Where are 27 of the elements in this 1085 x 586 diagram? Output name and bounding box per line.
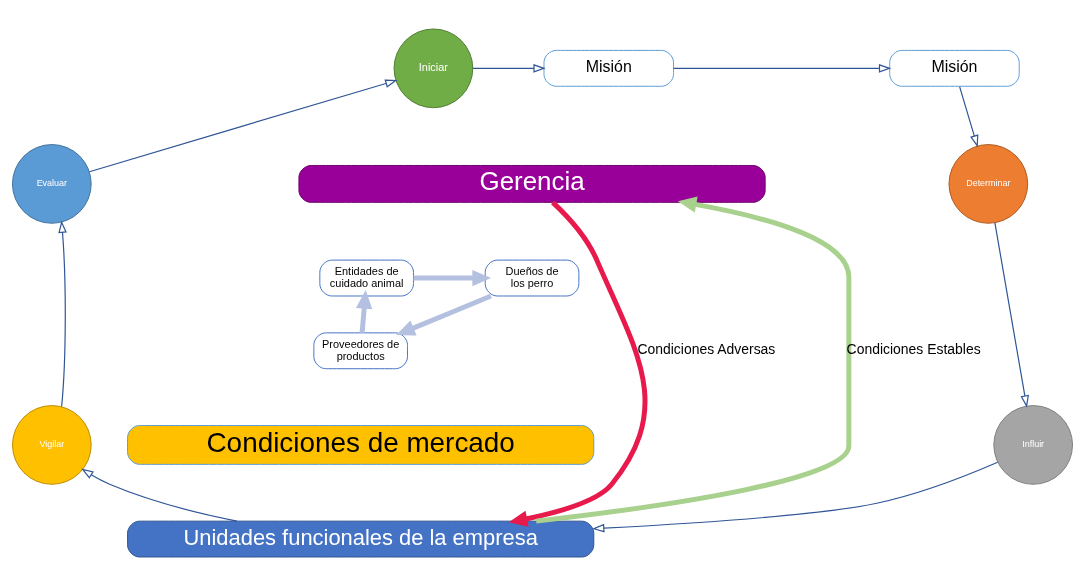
node-box: Dueños de los perro bbox=[484, 259, 580, 297]
arrow bbox=[58, 220, 67, 408]
node-box: Condiciones de mercado bbox=[127, 425, 595, 465]
arrow bbox=[88, 79, 398, 173]
arrow bbox=[535, 196, 852, 524]
arrow bbox=[672, 64, 892, 73]
arrow bbox=[396, 293, 492, 336]
node-box: Misión bbox=[543, 49, 674, 87]
arrow bbox=[81, 468, 238, 522]
node-box: Gerencia bbox=[298, 165, 766, 203]
node-box: Unidades funcionales de la empresa bbox=[127, 520, 595, 558]
arrow bbox=[959, 86, 979, 148]
edge-label: Condiciones Estables bbox=[846, 341, 981, 358]
node-box: Entidades de cuidado animal bbox=[319, 259, 414, 297]
node-circle: Influir bbox=[993, 405, 1073, 485]
node-circle: Evaluar bbox=[12, 144, 92, 224]
arrow bbox=[994, 222, 1030, 408]
node-circle: Determinar bbox=[948, 144, 1029, 224]
node-box: Misión bbox=[889, 49, 1020, 87]
arrow bbox=[413, 269, 492, 287]
arrow bbox=[356, 290, 373, 334]
node-box: Proveedores de productos bbox=[313, 332, 408, 370]
node-circle: Iniciar bbox=[393, 28, 474, 109]
arrow bbox=[472, 64, 546, 73]
arrow bbox=[508, 200, 648, 527]
edge-label: Condiciones Adversas bbox=[637, 341, 776, 358]
arrow bbox=[592, 461, 999, 533]
